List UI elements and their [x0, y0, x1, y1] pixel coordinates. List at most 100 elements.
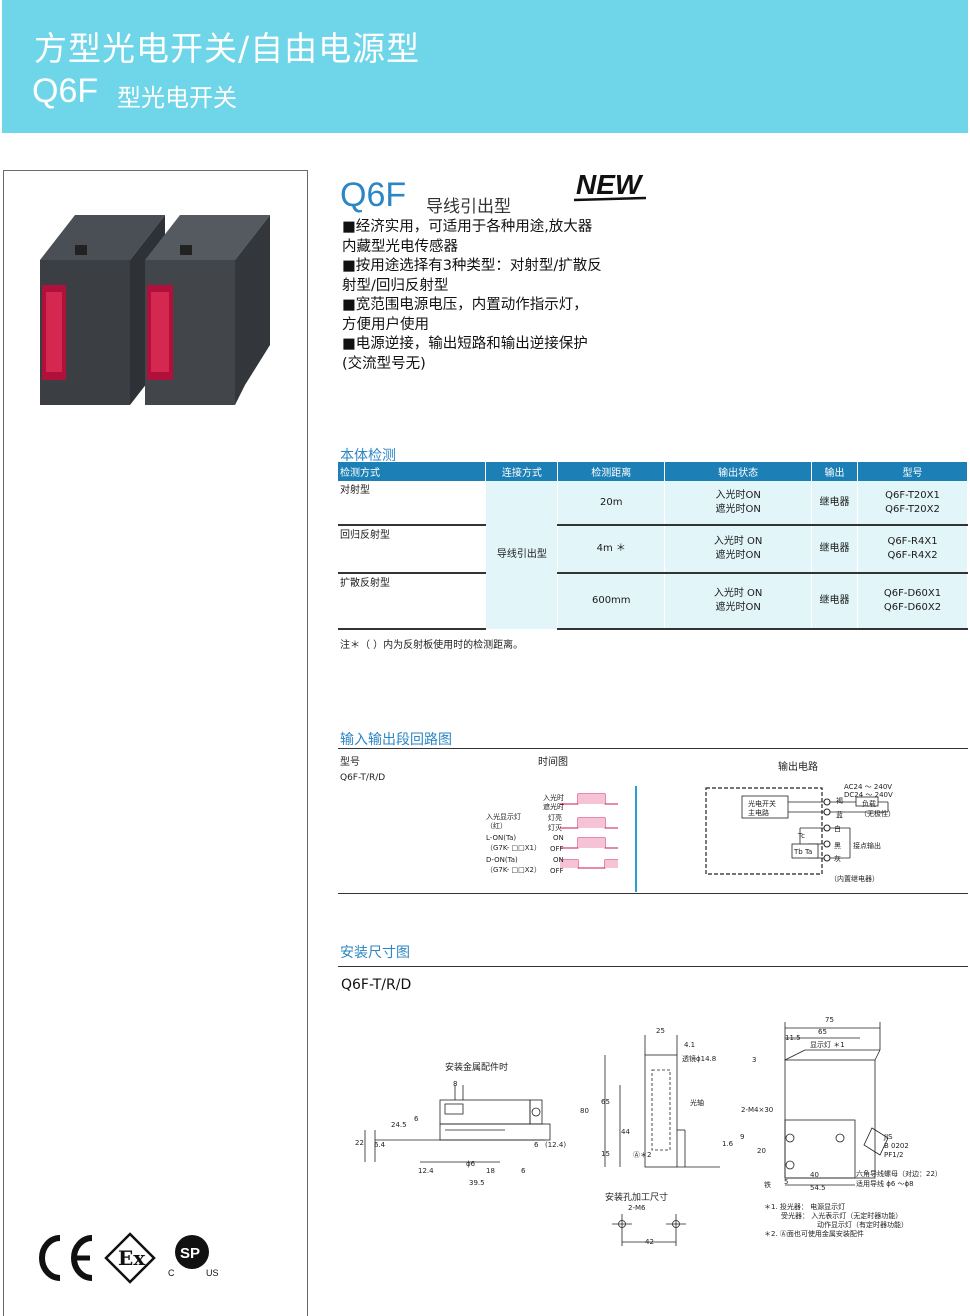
product-image [40, 215, 270, 405]
dim-m6: 2-M6 [628, 1204, 646, 1212]
circuit-black: 黑 [834, 842, 841, 850]
cell-method: 扩散反射型 [338, 573, 487, 630]
product-model: Q6F [340, 176, 407, 214]
state-off: 遮光时ON [715, 503, 761, 515]
circuit-gray: 灰 [834, 855, 841, 863]
timing-led: 入光显示灯 [486, 813, 521, 821]
dim-39-5: 39.5 [469, 1179, 485, 1187]
cell-method: 对射型 [338, 481, 487, 526]
bracket-side-drawing [604, 1035, 720, 1168]
dimensions-section-title: 安装尺寸图 [340, 945, 410, 961]
dim-44: 44 [621, 1128, 630, 1136]
feature-list: ■经济实用，可适用于各种用途,放大器内藏型光电传感器 ■按用途选择有3种类型：对… [342, 218, 602, 374]
dim-8: 8 [453, 1080, 458, 1088]
ex-mark-icon: Ex [104, 1232, 156, 1284]
header-connection: 连接方式 [485, 462, 559, 481]
svg-text:SP: SP [180, 1245, 200, 1262]
state-off: 遮光时ON [715, 602, 761, 613]
certification-logos: Ex SP C US [39, 1232, 219, 1284]
bracket-drawing [364, 1085, 551, 1163]
io-bottom-divider [338, 893, 968, 894]
dim-6-4: 6.4 [374, 1141, 386, 1149]
circuit-blue: 蓝 [836, 811, 843, 819]
dim-12-4-paren: (12.4) [545, 1141, 567, 1149]
new-badge-text: NEW [576, 169, 644, 200]
dim-65b: 65 [818, 1028, 827, 1036]
feature-item: ■宽范围电源电压，内置动作指示灯，方便用户使用 [342, 297, 588, 333]
detection-table: 检测方式 连接方式 检测距离 输出状态 输出 型号 对射型 导线引出型 20m … [338, 462, 968, 630]
dim-9: 9 [740, 1133, 745, 1141]
model-code: Q6F-R4X1 [887, 536, 938, 547]
detection-section-title: 本体检测 [340, 448, 396, 464]
feature-item: ■电源逆接，输出短路和输出逆接保护(交流型号无) [342, 336, 588, 372]
header-method: 检测方式 [338, 462, 487, 481]
dim-b0202: B 0202 [884, 1142, 909, 1150]
dim-54-5: 54.5 [810, 1184, 826, 1192]
dim-4-1: 4.1 [684, 1041, 696, 1049]
io-section-title: 输入输出段回路图 [340, 732, 452, 748]
model-code: Q6F-T20X1 [885, 489, 940, 501]
svg-text:US: US [206, 1268, 219, 1278]
dim-nut: 六角导线螺母（对边：22） [856, 1170, 942, 1178]
cell-output: 继电器 [811, 525, 859, 574]
csa-mark-icon: SP C US [168, 1235, 219, 1278]
circuit-brown: 褐 [836, 797, 843, 805]
state-on: 入光时ON [715, 489, 761, 501]
timing-don-model: （G7K- □□X2） [486, 866, 541, 874]
cell-state: 入光时 ON 遮光时ON [664, 525, 813, 574]
dim-note-1b: 受光器： 入光表示灯（无定时器功能） [781, 1212, 903, 1220]
model-code: Q6F-R4X2 [887, 550, 938, 561]
dim-42: 42 [645, 1238, 654, 1246]
dim-iron: 铁 [764, 1181, 771, 1189]
dim-phi6: ϕ6 [466, 1160, 476, 1168]
dimensions-model: Q6F-T/R/D [341, 977, 412, 993]
dim-75: 75 [825, 1016, 834, 1024]
dim-6b: 6 [521, 1167, 526, 1175]
feature-item: ■按用途选择有3种类型：对射型/扩散反射型/回归反射型 [342, 258, 602, 294]
dim-note-1: ＊1. 投光器： 电源显示灯 [764, 1203, 846, 1211]
ce-mark-icon [39, 1235, 93, 1281]
product-subtitle: 导线引出型 [426, 197, 511, 217]
dim-11-5: 11.5 [785, 1034, 801, 1042]
cell-connection: 导线引出型 [485, 481, 559, 629]
model-code: Q6F-D60X2 [883, 602, 942, 613]
circuit-tbta: Tb Ta [794, 848, 813, 856]
state-on: 入光时 ON [713, 536, 763, 547]
dim-20: 20 [757, 1147, 766, 1155]
dim-40: 40 [810, 1171, 819, 1179]
svg-text:C: C [168, 1268, 175, 1278]
io-model-value: Q6F-T/R/D [340, 773, 386, 783]
dim-6c: 6 [534, 1141, 539, 1149]
dimensions-divider [338, 966, 968, 967]
circuit-load-note: （无极性） [860, 810, 895, 818]
svg-text:Ex: Ex [118, 1246, 146, 1270]
circuit-main: 光电开关 [748, 800, 776, 808]
dim-5: 5 [784, 1178, 789, 1186]
io-output-header: 输出电路 [778, 762, 818, 773]
dim-1-6: 1.6 [722, 1140, 734, 1148]
io-timing-header: 时间图 [538, 757, 568, 768]
circuit-white: 白 [834, 825, 841, 833]
circuit-main2: 主电路 [748, 809, 769, 817]
model-code: Q6F-T20X2 [885, 503, 940, 515]
bracket-label: 安装金属配件时 [445, 1063, 509, 1073]
circuit-dc: DC24 ～ 240V [844, 791, 893, 799]
dim-a2: Ⓐ＊2 [633, 1151, 652, 1159]
dim-65: 65 [601, 1098, 610, 1106]
header-model: 型号 [857, 462, 968, 481]
state-off: 遮光时ON [715, 550, 761, 561]
timing-led-color: （红） [486, 822, 507, 830]
timing-don-on: ON [553, 856, 564, 864]
cell-output: 继电器 [811, 573, 859, 630]
banner-model: Q6F [32, 72, 99, 110]
cell-distance: 4m ＊ [557, 525, 666, 574]
cell-method: 回归反射型 [338, 525, 487, 574]
dim-through: 透镜ϕ14.8 [682, 1055, 717, 1063]
